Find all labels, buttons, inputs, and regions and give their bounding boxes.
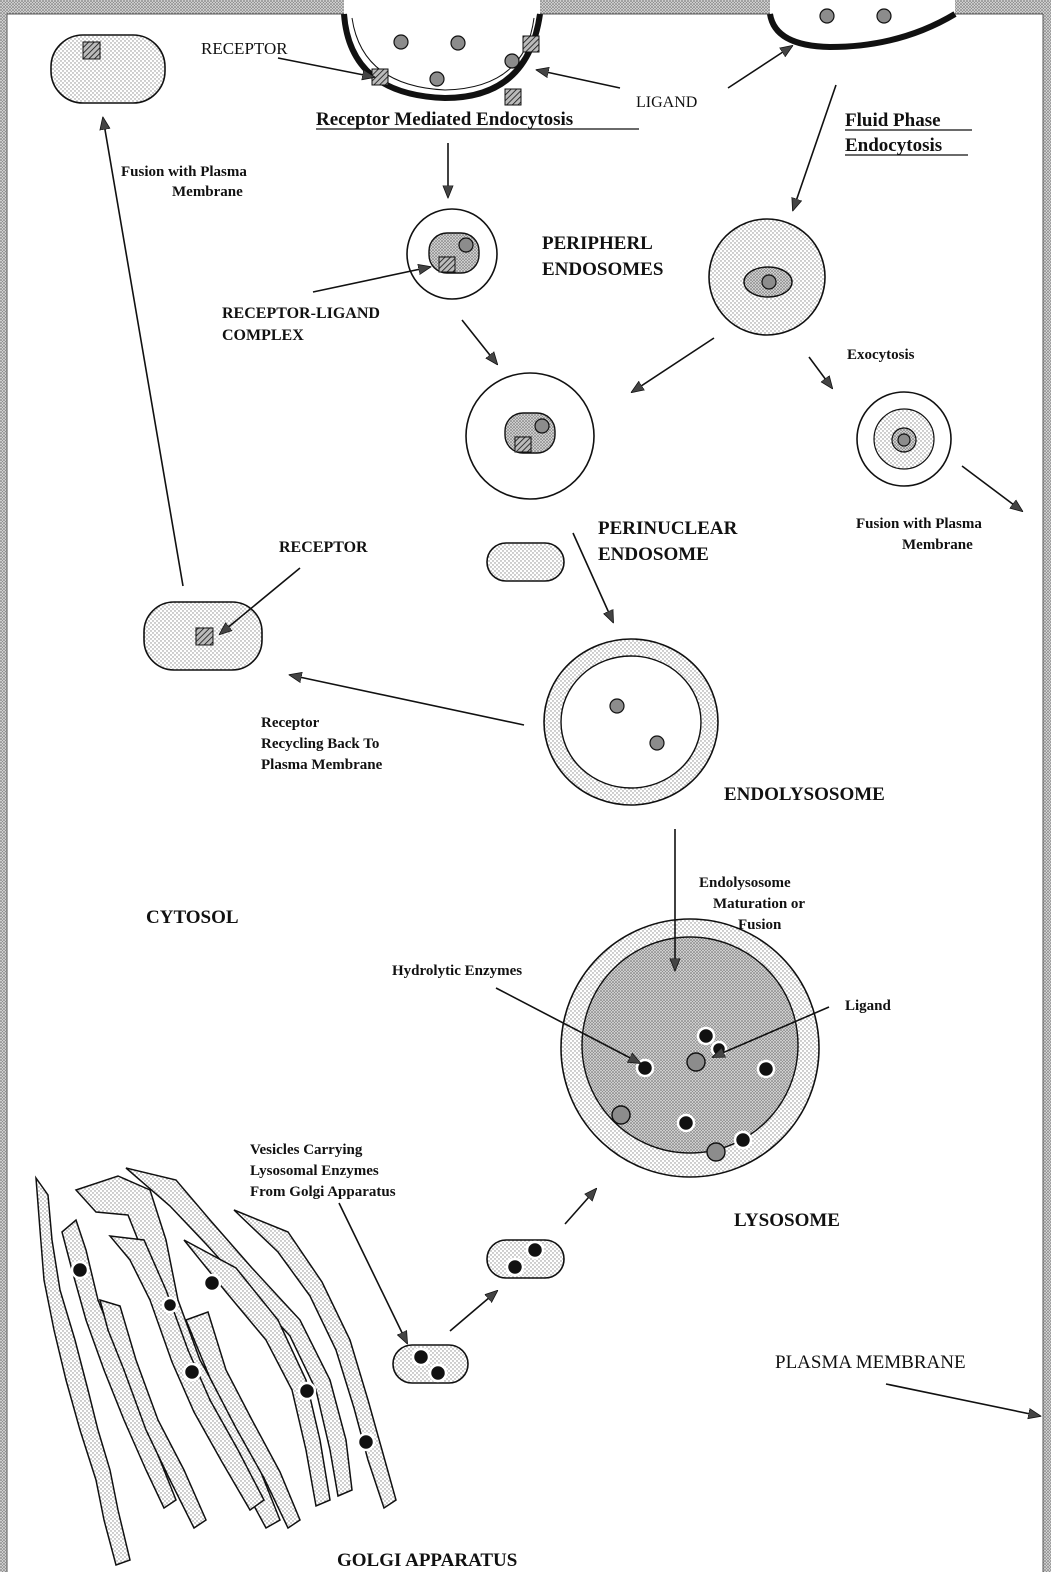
- recycling-vesicle: [144, 602, 262, 670]
- label-fusion-right-2: Membrane: [902, 537, 973, 553]
- label-maturation-2: Maturation or: [713, 896, 805, 912]
- fluid-phase-pit: [770, 9, 955, 47]
- label-rlc-2: COMPLEX: [222, 327, 304, 344]
- label-exocytosis: Exocytosis: [847, 347, 915, 363]
- arrow-exocytosis: [809, 357, 832, 388]
- label-fluid-phase-1: Fluid Phase: [845, 110, 941, 131]
- label-ligand-low: Ligand: [845, 998, 892, 1014]
- label-recycling-2: Recycling Back To: [261, 736, 379, 752]
- peripheral-endosome-right: [709, 219, 825, 335]
- label-hydrolytic-enzymes: Hydrolytic Enzymes: [392, 963, 522, 979]
- arrow-rlc-to-endosome: [313, 267, 430, 292]
- label-fluid-phase-2: Endocytosis: [845, 135, 942, 156]
- label-perinuclear-1: PERINUCLEAR: [598, 518, 738, 539]
- label-receptor-mid: RECEPTOR: [279, 539, 368, 556]
- arrow-plasma-membrane: [886, 1384, 1040, 1416]
- exocytosis-vesicle: [857, 392, 951, 486]
- label-receptor-mediated-endocytosis: Receptor Mediated Endocytosis: [316, 109, 573, 130]
- label-golgi-apparatus: GOLGI APPARATUS: [337, 1550, 517, 1571]
- endolysosome: [544, 639, 718, 805]
- perinuclear-endosome: [466, 373, 594, 499]
- ligand-dot: [451, 36, 465, 50]
- label-maturation-3: Fusion: [738, 917, 782, 933]
- ligand-dot: [394, 35, 408, 49]
- label-vesicles-2: Lysosomal Enzymes: [250, 1163, 379, 1179]
- ligand-dot: [877, 9, 891, 23]
- arrow-fluid-to-perinuclear: [632, 338, 714, 392]
- label-maturation-1: Endolysosome: [699, 875, 791, 891]
- label-perinuclear-2: ENDOSOME: [598, 544, 709, 565]
- ligand-dot: [505, 54, 519, 68]
- arrow-fusion-left: [103, 118, 183, 586]
- lysosome: [561, 919, 819, 1177]
- label-ligand-top: LIGAND: [636, 94, 697, 111]
- golgi-vesicle-lower: [393, 1345, 468, 1383]
- arrow-fluid-to-peripheral: [793, 85, 836, 210]
- label-fusion-left-1: Fusion with Plasma: [121, 164, 247, 180]
- arrow-vesicle-upper-to-lysosome: [565, 1189, 596, 1224]
- labels: RECEPTOR LIGAND Receptor Mediated Endocy…: [121, 39, 982, 1571]
- label-fusion-right-1: Fusion with Plasma: [856, 516, 982, 532]
- ligand-dot: [430, 72, 444, 86]
- label-recycling-3: Plasma Membrane: [261, 757, 383, 773]
- label-fusion-left-2: Membrane: [172, 184, 243, 200]
- label-peripheral-1: PERIPHERL: [542, 233, 653, 254]
- receptor-square: [523, 36, 539, 52]
- golgi-vesicle-upper: [487, 543, 564, 581]
- label-lysosome: LYSOSOME: [734, 1210, 840, 1231]
- label-endolysosome: ENDOLYSOSOME: [724, 784, 885, 805]
- label-vesicles-3: From Golgi Apparatus: [250, 1184, 396, 1200]
- coated-pit: [344, 14, 540, 105]
- golgi-vesicle-upper-2: [487, 1240, 564, 1278]
- arrow-vesicles-label: [339, 1203, 407, 1343]
- arrow-ligand-to-fluid-pit: [728, 46, 792, 88]
- label-peripheral-2: ENDOSOMES: [542, 259, 663, 280]
- peripheral-endosome-left: [407, 209, 497, 299]
- receptor-square: [372, 69, 388, 85]
- ligand-dot: [820, 9, 834, 23]
- arrow-peripheral-to-perinuclear: [462, 320, 497, 364]
- arrow-recycling: [290, 675, 524, 725]
- fused-vesicle-top-left: [51, 35, 165, 103]
- arrow-ligand-to-pit: [537, 70, 620, 88]
- arrow-vesicle-lower-to-upper: [450, 1291, 497, 1331]
- label-recycling-1: Receptor: [261, 715, 320, 731]
- label-cytosol: CYTOSOL: [146, 907, 239, 928]
- label-plasma-membrane: PLASMA MEMBRANE: [775, 1352, 966, 1373]
- label-rlc-1: RECEPTOR-LIGAND: [222, 305, 380, 322]
- receptor-square: [505, 89, 521, 105]
- label-vesicles-1: Vesicles Carrying: [250, 1142, 363, 1158]
- arrow-exocytosis-fusion: [962, 466, 1022, 511]
- golgi-apparatus: [36, 1168, 396, 1565]
- label-receptor-top: RECEPTOR: [201, 39, 288, 58]
